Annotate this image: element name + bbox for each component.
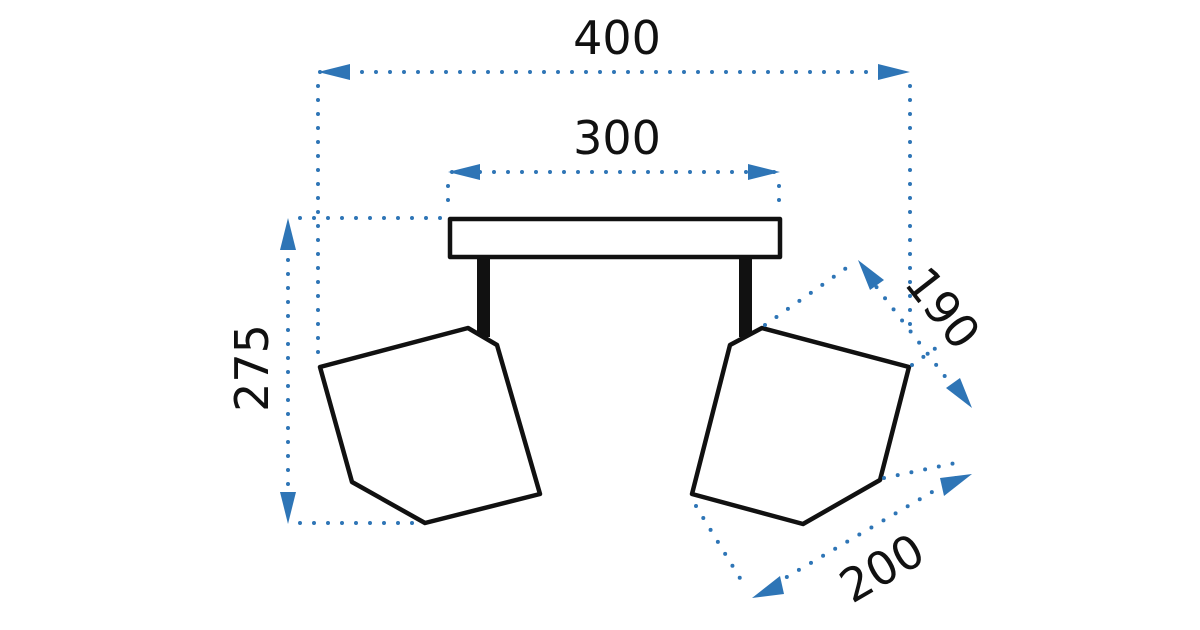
dimension-300: 300 [446,111,781,216]
arrow-icon [940,474,972,496]
fixture [317,216,912,527]
label-300: 300 [573,111,661,165]
label-190: 190 [894,257,991,359]
extension-line [763,262,854,327]
left-shade [317,325,543,526]
arrow-right-icon [748,164,780,180]
arrow-up-icon [280,218,296,250]
dimension-400: 400 [316,11,912,364]
label-275: 275 [225,324,279,412]
right-stem [739,257,752,337]
arrow-down-icon [280,492,296,524]
extension-line [910,343,942,367]
dimension-line-200 [766,476,958,590]
label-400: 400 [573,11,661,65]
left-stem [477,257,490,337]
arrow-left-icon [448,164,480,180]
mounting-plate [447,216,783,260]
arrow-right-icon [878,64,910,80]
extension-line [882,460,962,480]
arrow-icon [752,576,784,598]
arrow-icon [858,260,884,290]
right-shade [689,325,912,527]
arrow-left-icon [318,64,350,80]
dimension-line-190 [866,274,962,398]
label-200: 200 [830,523,933,614]
arrow-icon [946,378,972,408]
dimension-275: 275 [225,216,446,525]
extension-line [694,504,748,590]
